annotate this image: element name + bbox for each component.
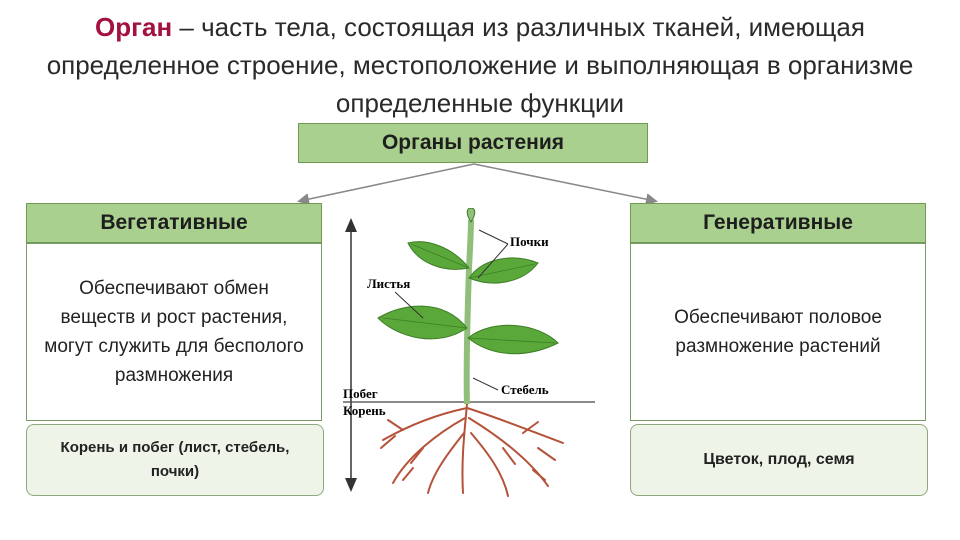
definition-text: Орган – часть тела, состоящая из различн… — [40, 8, 920, 122]
vegetative-description: Обеспечивают обмен веществ и рост растен… — [44, 278, 304, 386]
vegetative-description-panel: Обеспечивают обмен веществ и рост растен… — [26, 243, 322, 421]
buds-label: Почки — [510, 234, 549, 249]
plant-illustration: Почки Листья Стебель Побег Корень — [343, 208, 595, 497]
shoot-label: Побег — [343, 386, 378, 401]
generative-examples: Цветок, плод, семя — [630, 424, 928, 496]
arrow-to-generative — [473, 163, 658, 206]
definition-body: – часть тела, состоящая из различных тка… — [46, 12, 914, 118]
stem-label: Стебель — [501, 382, 549, 397]
plant-organs-box: Органы растения — [298, 123, 648, 163]
stem — [463, 219, 474, 405]
generative-description: Обеспечивают половое размножение растени… — [674, 307, 882, 357]
root-label: Корень — [343, 403, 386, 418]
root-system — [380, 403, 564, 497]
arrow-to-vegetative — [297, 163, 475, 205]
vegetative-title: Вегетативные — [26, 203, 322, 243]
definition-term: Орган — [95, 12, 173, 42]
leaves-label: Листья — [367, 276, 410, 291]
vegetative-examples: Корень и побег (лист, стебель, почки) — [26, 424, 324, 496]
generative-title: Генеративные — [630, 203, 926, 243]
plant-organs-label: Органы растения — [381, 131, 565, 154]
generative-description-panel: Обеспечивают половое размножение растени… — [630, 243, 926, 421]
